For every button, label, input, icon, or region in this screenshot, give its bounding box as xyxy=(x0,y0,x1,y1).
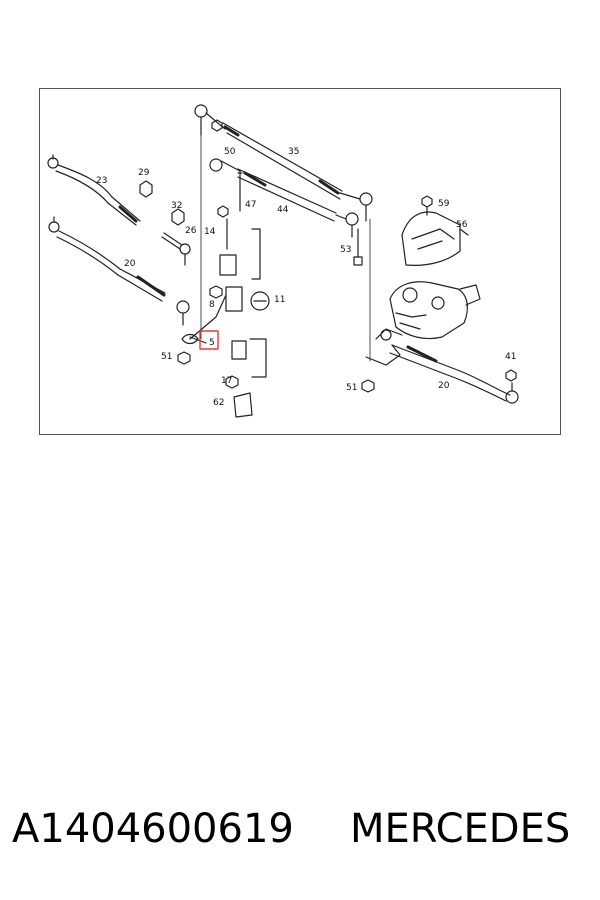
steering-linkage-drawing: 35 50 23 29 32 26 47 44 59 56 14 53 20 8… xyxy=(47,104,519,418)
callout-29: 29 xyxy=(138,168,150,178)
callout-59: 59 xyxy=(438,199,450,209)
nut-51-left xyxy=(177,351,191,365)
tie-rod-20-left xyxy=(48,216,190,326)
idler-arm-assembly xyxy=(181,119,270,418)
callout-8: 8 xyxy=(209,300,215,310)
cover-56 xyxy=(401,211,469,266)
callout-51-right: 51 xyxy=(346,383,357,393)
callout-32: 32 xyxy=(171,201,182,211)
nut-51-right xyxy=(361,379,375,393)
callout-26: 26 xyxy=(185,226,197,236)
tie-rod-44 xyxy=(209,158,359,238)
bolt-26 xyxy=(161,232,191,266)
callout-14: 14 xyxy=(204,227,216,237)
callout-47: 47 xyxy=(245,200,256,210)
callout-51-left: 51 xyxy=(161,352,172,362)
nut-32 xyxy=(171,208,185,226)
callout-20-left: 20 xyxy=(124,259,136,269)
callout-17: 17 xyxy=(221,376,232,386)
nut-29 xyxy=(139,180,153,198)
part-number: A1404600619 xyxy=(12,806,294,852)
callout-50: 50 xyxy=(224,147,236,157)
callout-20-right: 20 xyxy=(438,381,450,391)
callout-62: 62 xyxy=(213,398,224,408)
steering-gear xyxy=(365,281,481,366)
callout-5: 5 xyxy=(209,338,215,348)
caption-bar: A1404600619 MERCEDES xyxy=(0,806,600,866)
bolt-59 xyxy=(421,195,433,216)
tie-rod-20-right xyxy=(389,344,519,404)
tie-rod-23 xyxy=(47,154,141,226)
callout-11: 11 xyxy=(274,295,285,305)
brand-name: MERCEDES xyxy=(350,806,571,852)
callout-23: 23 xyxy=(96,176,107,186)
callout-44: 44 xyxy=(277,205,289,215)
callout-56: 56 xyxy=(456,220,468,230)
callout-53: 53 xyxy=(340,245,351,255)
highlight-box-part-5 xyxy=(199,330,219,350)
callout-35: 35 xyxy=(288,147,299,157)
tie-rod-35 xyxy=(194,104,373,222)
parts-diagram: 35 50 23 29 32 26 47 44 59 56 14 53 20 8… xyxy=(39,88,561,435)
callout-41: 41 xyxy=(505,352,516,362)
bolt-53 xyxy=(353,228,363,266)
